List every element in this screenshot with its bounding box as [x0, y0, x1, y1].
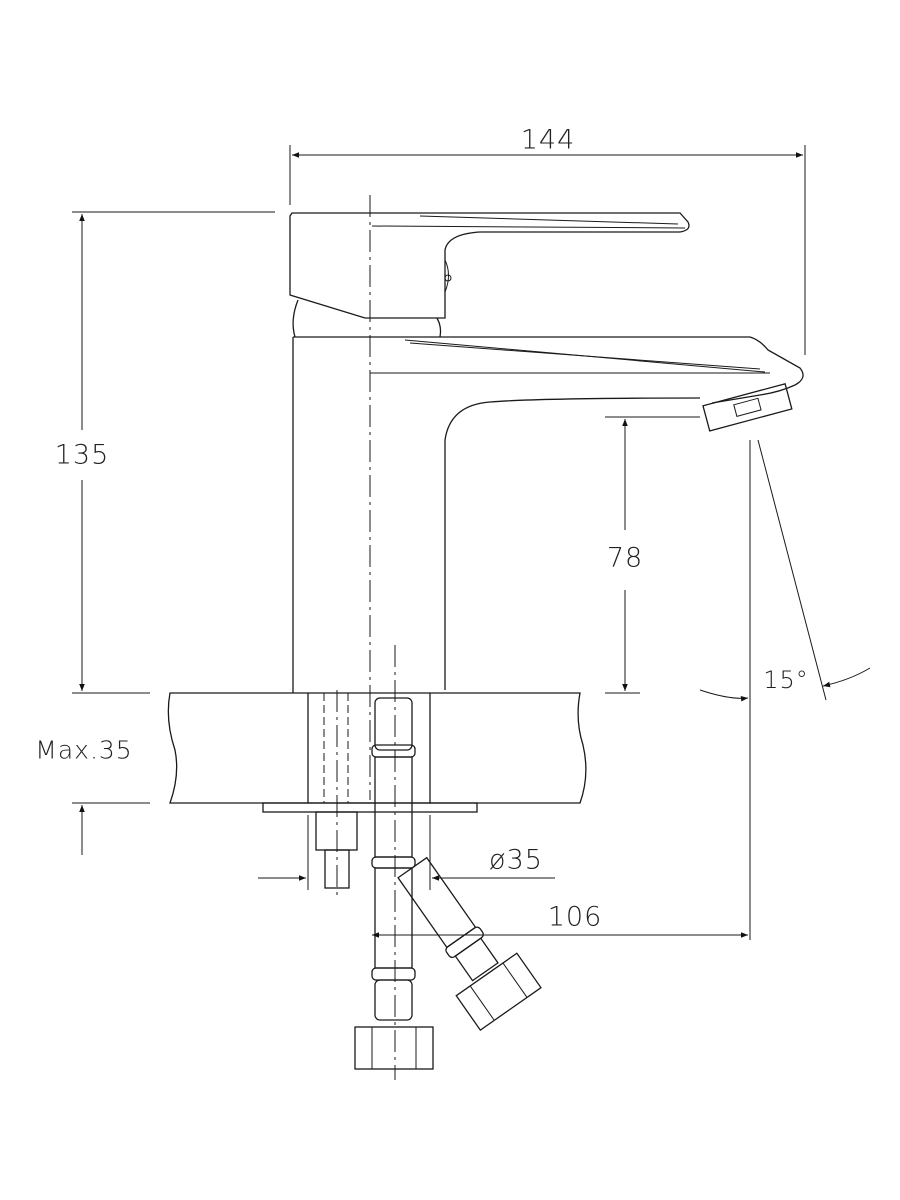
label-78: 78: [606, 542, 644, 574]
aerator: [702, 383, 793, 432]
supply-hoses: [354, 697, 542, 1070]
label-hole-diameter: ø35: [489, 844, 543, 876]
dimension-78: [605, 416, 700, 694]
label-106: 106: [547, 901, 603, 933]
label-144: 144: [520, 124, 576, 156]
dimension-max35: [72, 802, 150, 855]
spout: [292, 336, 804, 693]
countertop: [167, 692, 587, 813]
label-15deg: 15°: [763, 666, 809, 694]
dimension-144: [289, 145, 806, 355]
mounting-bolt: [315, 811, 358, 889]
label-max35: Max.35: [35, 735, 133, 765]
dimension-hole-diameter: [258, 815, 555, 890]
dimension-135: [72, 211, 275, 694]
lever-handle: [289, 212, 690, 338]
dimension-15deg: [699, 439, 871, 940]
label-135: 135: [54, 439, 110, 471]
